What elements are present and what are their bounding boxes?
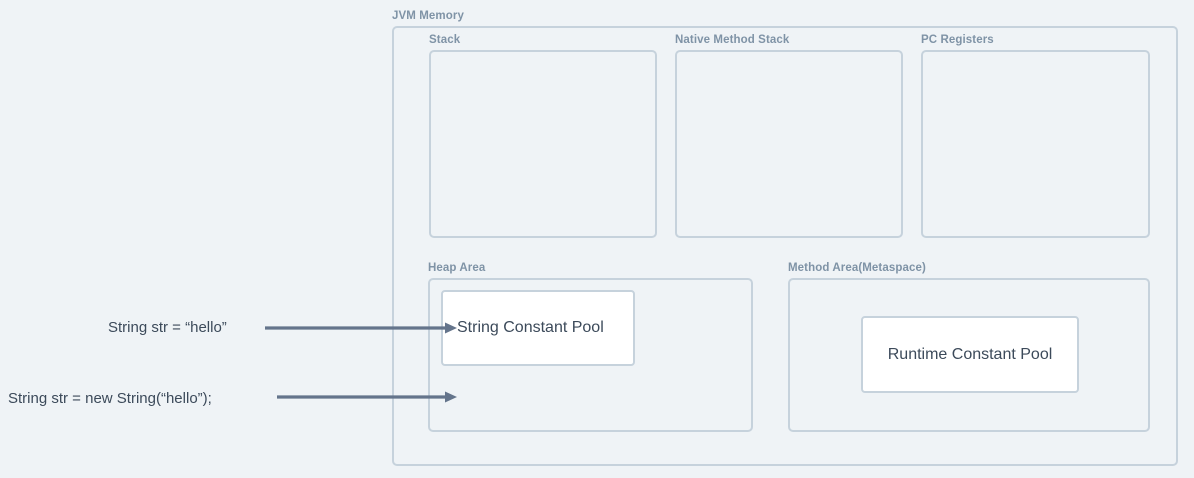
- native-method-stack-label: Native Method Stack: [675, 34, 790, 46]
- stack-label: Stack: [429, 34, 461, 46]
- heap-area-group: Heap Area: [428, 261, 753, 432]
- jvm-memory-label: JVM Memory: [392, 10, 464, 22]
- method-area-group: Method Area(Metaspace): [788, 261, 1150, 432]
- stack-group: Stack: [429, 33, 657, 238]
- pc-registers-body: [921, 50, 1150, 238]
- string-constant-pool-box: String Constant Pool: [441, 290, 635, 366]
- method-area-label: Method Area(Metaspace): [788, 262, 926, 274]
- heap-area-label: Heap Area: [428, 262, 486, 274]
- annotation-label-2: String str = new String(“hello”);: [8, 390, 212, 407]
- annotation-label-1: String str = “hello”: [108, 319, 227, 336]
- heap-area-body: [428, 278, 753, 432]
- pc-registers-group: PC Registers: [921, 33, 1150, 238]
- native-method-stack-body: [675, 50, 903, 238]
- runtime-constant-pool-box: Runtime Constant Pool: [861, 316, 1079, 393]
- jvm-memory-body: [392, 26, 1178, 466]
- jvm-memory-group: JVM Memory: [392, 9, 1178, 466]
- native-method-stack-group: Native Method Stack: [675, 33, 903, 238]
- string-constant-pool-label: String Constant Pool: [457, 319, 604, 336]
- stack-body: [429, 50, 657, 238]
- runtime-constant-pool-label: Runtime Constant Pool: [887, 345, 1053, 363]
- method-area-body: [788, 278, 1150, 432]
- pc-registers-label: PC Registers: [921, 34, 994, 46]
